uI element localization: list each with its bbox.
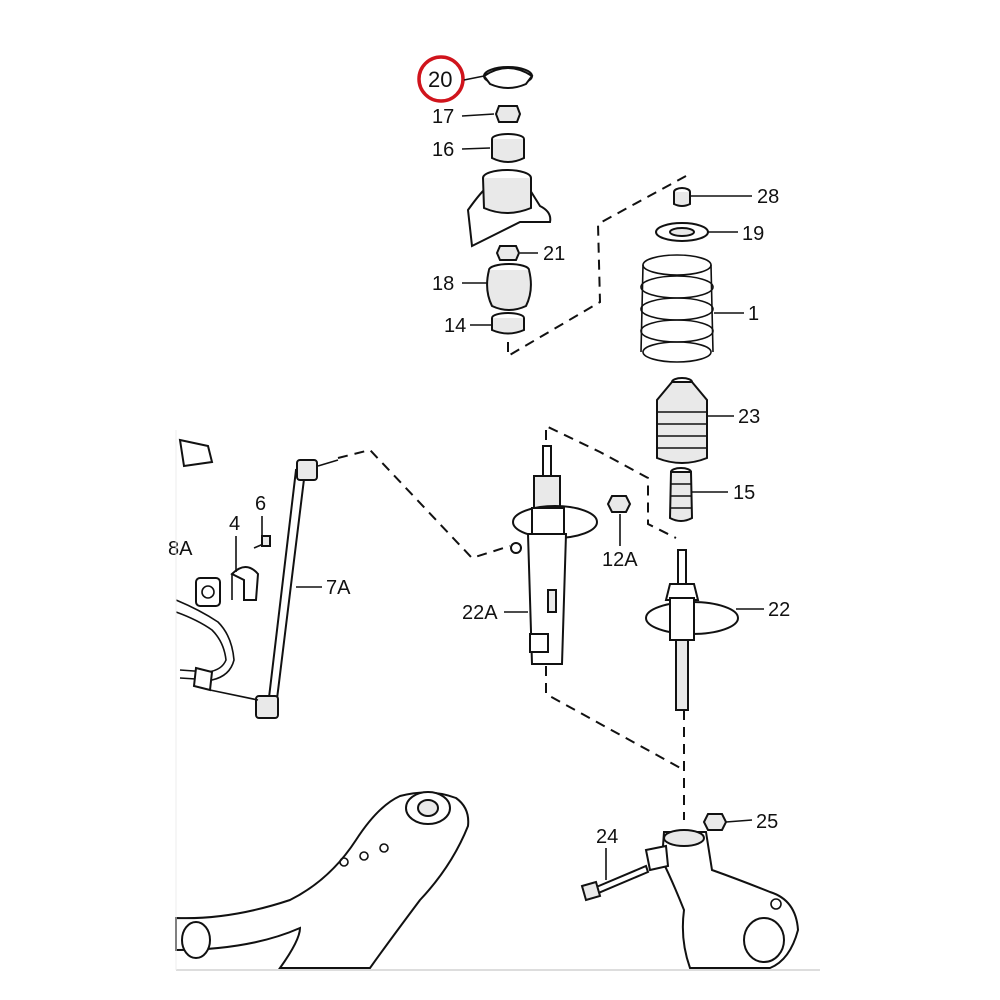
callout-24: 24 [596,826,618,848]
stabilizer-link-part-7a [255,459,339,719]
nut-part-12a [606,495,632,513]
callout-4: 4 [229,513,240,535]
boot-part-23 [656,377,708,464]
callout-15: 15 [733,482,755,504]
callout-20: 20 [428,67,452,92]
callout-6: 6 [255,493,266,515]
strut-part-22a [510,445,598,665]
dust-cap-part-20 [482,66,534,89]
nut-part-28 [673,187,691,207]
callout-25: 25 [756,811,778,833]
callout-19: 19 [742,223,764,245]
callout-23: 23 [738,406,760,428]
callout-highlight-circle [417,55,465,103]
spring-seat-part-19 [655,222,709,242]
callout-17: 17 [432,106,454,128]
callout-18: 18 [432,273,454,295]
stabilizer-bar [175,599,259,701]
callout-8a: 8A [168,538,193,560]
coil-spring-part-1 [640,254,714,363]
bracket-part-top-left [178,438,214,468]
leader-lines [235,75,764,880]
bump-stop-part-15 [668,467,694,522]
bolt-part-24 [580,864,650,902]
washer-part-14 [491,312,525,335]
bolt-part-6 [253,535,271,549]
steering-knuckle [644,829,800,969]
bearing-part-16 [491,133,525,163]
nut-part-25 [702,813,728,831]
lower-control-arm [175,791,470,969]
link-guide-line [337,448,511,560]
strut-22a-guide-top [545,424,677,539]
callout-12a: 12A [602,549,638,571]
callout-22a: 22A [462,602,498,624]
bump-stop-part-18 [486,263,532,311]
strut-mount-part [466,169,552,248]
assembly-guide-line [507,175,687,358]
nut-part-17 [494,105,522,123]
bushing-part-8a [195,577,221,607]
callout-7a: 7A [326,577,351,599]
callout-21: 21 [543,243,565,265]
callout-16: 16 [432,139,454,161]
callout-28: 28 [757,186,779,208]
callout-14: 14 [444,315,466,337]
strut-22a-guide-bottom [545,666,685,771]
callout-22: 22 [768,599,790,621]
nut-part-21 [495,245,521,261]
callout-1: 1 [748,303,759,325]
strut-part-22 [645,549,739,711]
